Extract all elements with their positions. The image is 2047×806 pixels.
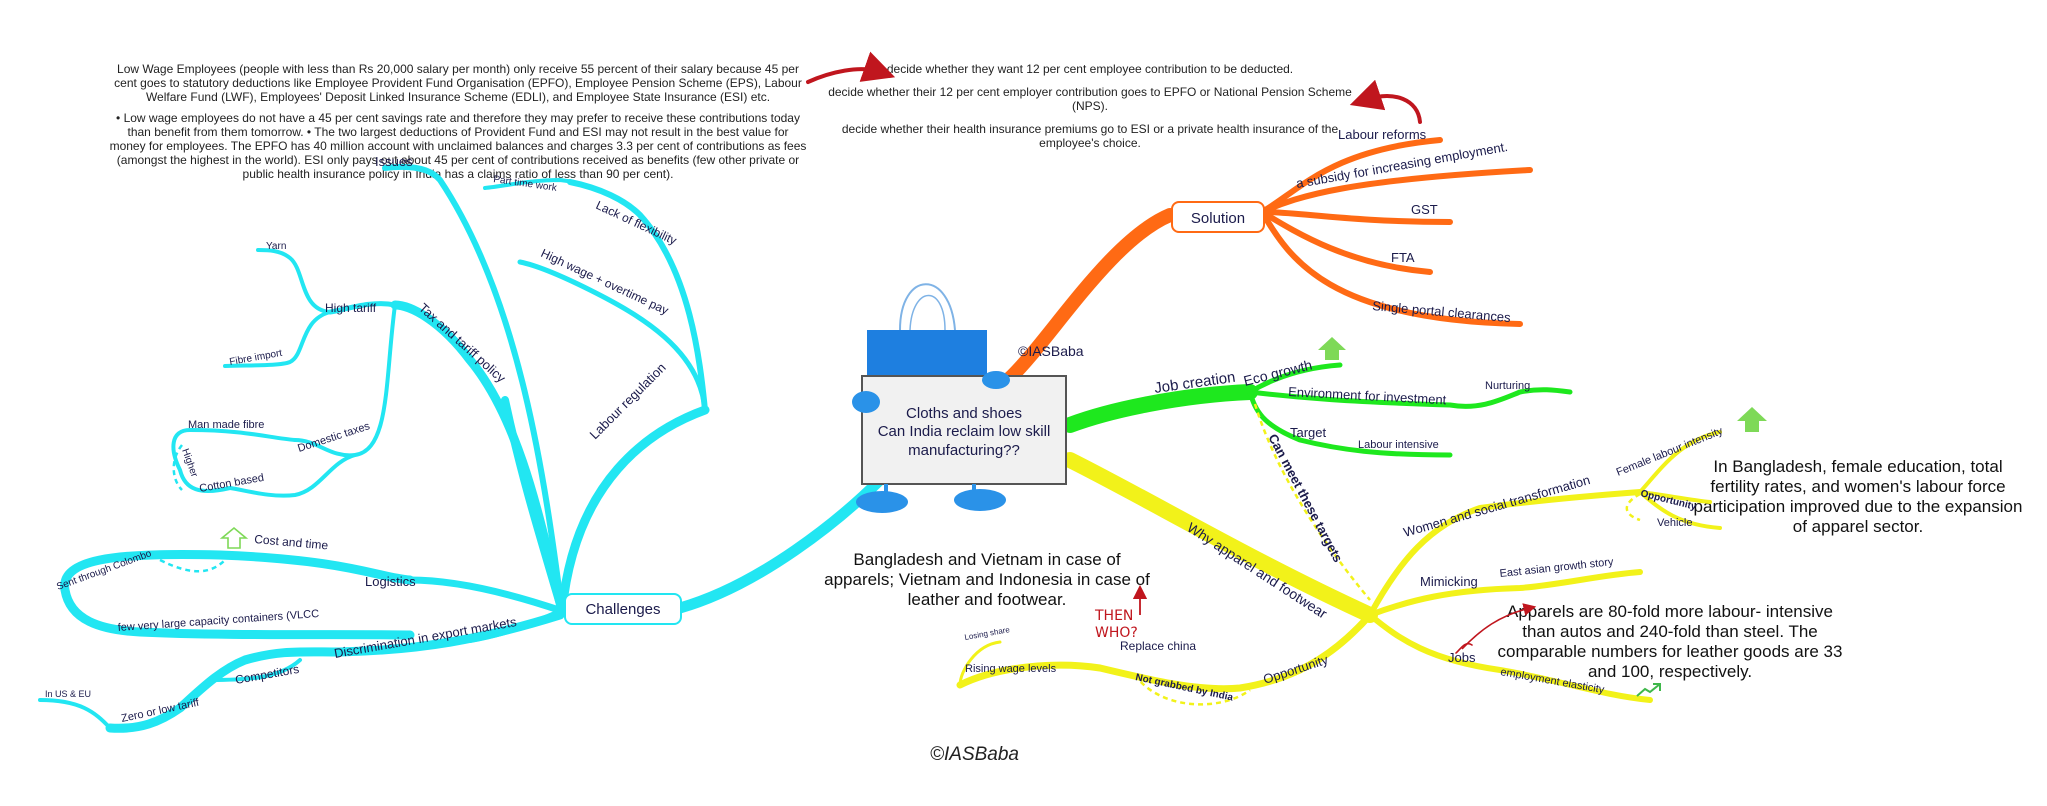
why-apparel-label: Why apparel and footwear <box>1184 519 1330 622</box>
nurturing-label: Nurturing <box>1485 380 1530 392</box>
labour-intensive-label: Labour intensive <box>1358 439 1439 451</box>
dashed-connectors-yellow <box>1133 403 1641 706</box>
issues-label: Issues <box>375 154 413 169</box>
lack-flexibility-label: Lack of flexibility <box>594 198 679 248</box>
female-labour-label: Female labour intensity <box>1615 425 1725 479</box>
branches-solution <box>1003 137 1533 385</box>
competitors-label: Competitors <box>234 662 300 687</box>
note-choice-3: decide whether their health insurance pr… <box>841 122 1339 150</box>
red-arrows <box>806 51 1473 654</box>
center-title-line-3: manufacturing?? <box>908 442 1020 459</box>
solution-item-gst: GST <box>1411 202 1438 217</box>
text-bangladesh-female: In Bangladesh, female education, total f… <box>1693 457 2023 536</box>
dashed-connectors-cyan <box>159 444 226 573</box>
yarn-label: Yarn <box>266 241 286 252</box>
opportunity-label: Opportunity <box>1261 652 1330 687</box>
can-meet-targets-label: Can meet these targets <box>1265 431 1345 564</box>
cost-time-up-arrow <box>219 526 249 549</box>
employment-elasticity-arrow <box>1636 683 1661 697</box>
branches-why-apparel <box>956 430 1722 703</box>
vehicle-label: Vehicle <box>1657 517 1692 529</box>
center-hand-left <box>852 391 880 413</box>
rising-wage-label: Rising wage levels <box>965 663 1057 675</box>
high-wage-label: High wage + overtime pay <box>539 246 671 317</box>
note-choice-2: decide whether their 12 per cent employe… <box>828 85 1352 113</box>
center-illustration <box>852 283 1067 513</box>
losing-share-label: Losing share <box>964 625 1011 642</box>
text-apparels-fold: Apparels are 80-fold more labour- intens… <box>1497 602 1843 681</box>
center-hand-right <box>982 371 1010 389</box>
solution-label: Solution <box>1191 210 1245 227</box>
text-competitor-countries: Bangladesh and Vietnam in case of appare… <box>824 550 1150 609</box>
cost-time-label: Cost and time <box>254 532 329 552</box>
note-para-2: • Low wage employees do not have a 45 pe… <box>109 111 807 181</box>
jobs-arrow <box>1461 603 1537 650</box>
female-labour-up-arrow <box>1737 407 1767 432</box>
center-foot-right <box>954 489 1006 511</box>
us-eu-label: In US & EU <box>45 689 91 699</box>
note-choice-1: decide whether they want 12 per cent emp… <box>886 62 1294 76</box>
part-time-label: Part time work <box>493 174 559 194</box>
notes-right: decide whether they want 12 per cent emp… <box>820 62 1360 157</box>
solution-item-fta: FTA <box>1391 250 1415 265</box>
watermark-bottom: ©IASBaba <box>930 744 1019 765</box>
solution-box <box>1171 201 1265 233</box>
high-tariff-label: High tariff <box>325 301 377 315</box>
notes-left: Low Wage Employees (people with less tha… <box>108 62 808 188</box>
target-label: Target <box>1290 425 1327 440</box>
watermark-top: ©IASBaba <box>1018 343 1084 359</box>
man-made-fibre-label: Man made fibre <box>188 419 264 431</box>
women-transformation-label: Women and social transformation <box>1402 472 1592 540</box>
solution-item-labour-reforms: Labour reforms <box>1338 127 1427 142</box>
center-foot-left <box>856 491 908 513</box>
tax-tariff-label: Tax and tariff policy <box>416 300 509 386</box>
domestic-taxes-label: Domestic taxes <box>296 420 372 455</box>
eco-growth-up-arrow <box>1318 337 1346 360</box>
mimicking-label: Mimicking <box>1420 574 1478 589</box>
logistics-label: Logistics <box>365 574 416 589</box>
note-para-1: Low Wage Employees (people with less tha… <box>114 62 802 104</box>
opportunity-small-label: Opportunity <box>1639 488 1698 513</box>
center-title-line-1: Cloths and shoes <box>906 405 1022 422</box>
branches-job-creation <box>1062 362 1573 458</box>
replace-china-label: Replace china <box>1120 639 1196 653</box>
center-title-line-2: Can India reclaim low skill <box>878 423 1051 440</box>
jobs-label: Jobs <box>1448 650 1476 665</box>
branches-challenges <box>38 163 886 733</box>
employment-elasticity-label: employment elasticity <box>1499 666 1605 696</box>
challenges-label: Challenges <box>585 601 660 618</box>
challenges-box <box>564 593 682 625</box>
